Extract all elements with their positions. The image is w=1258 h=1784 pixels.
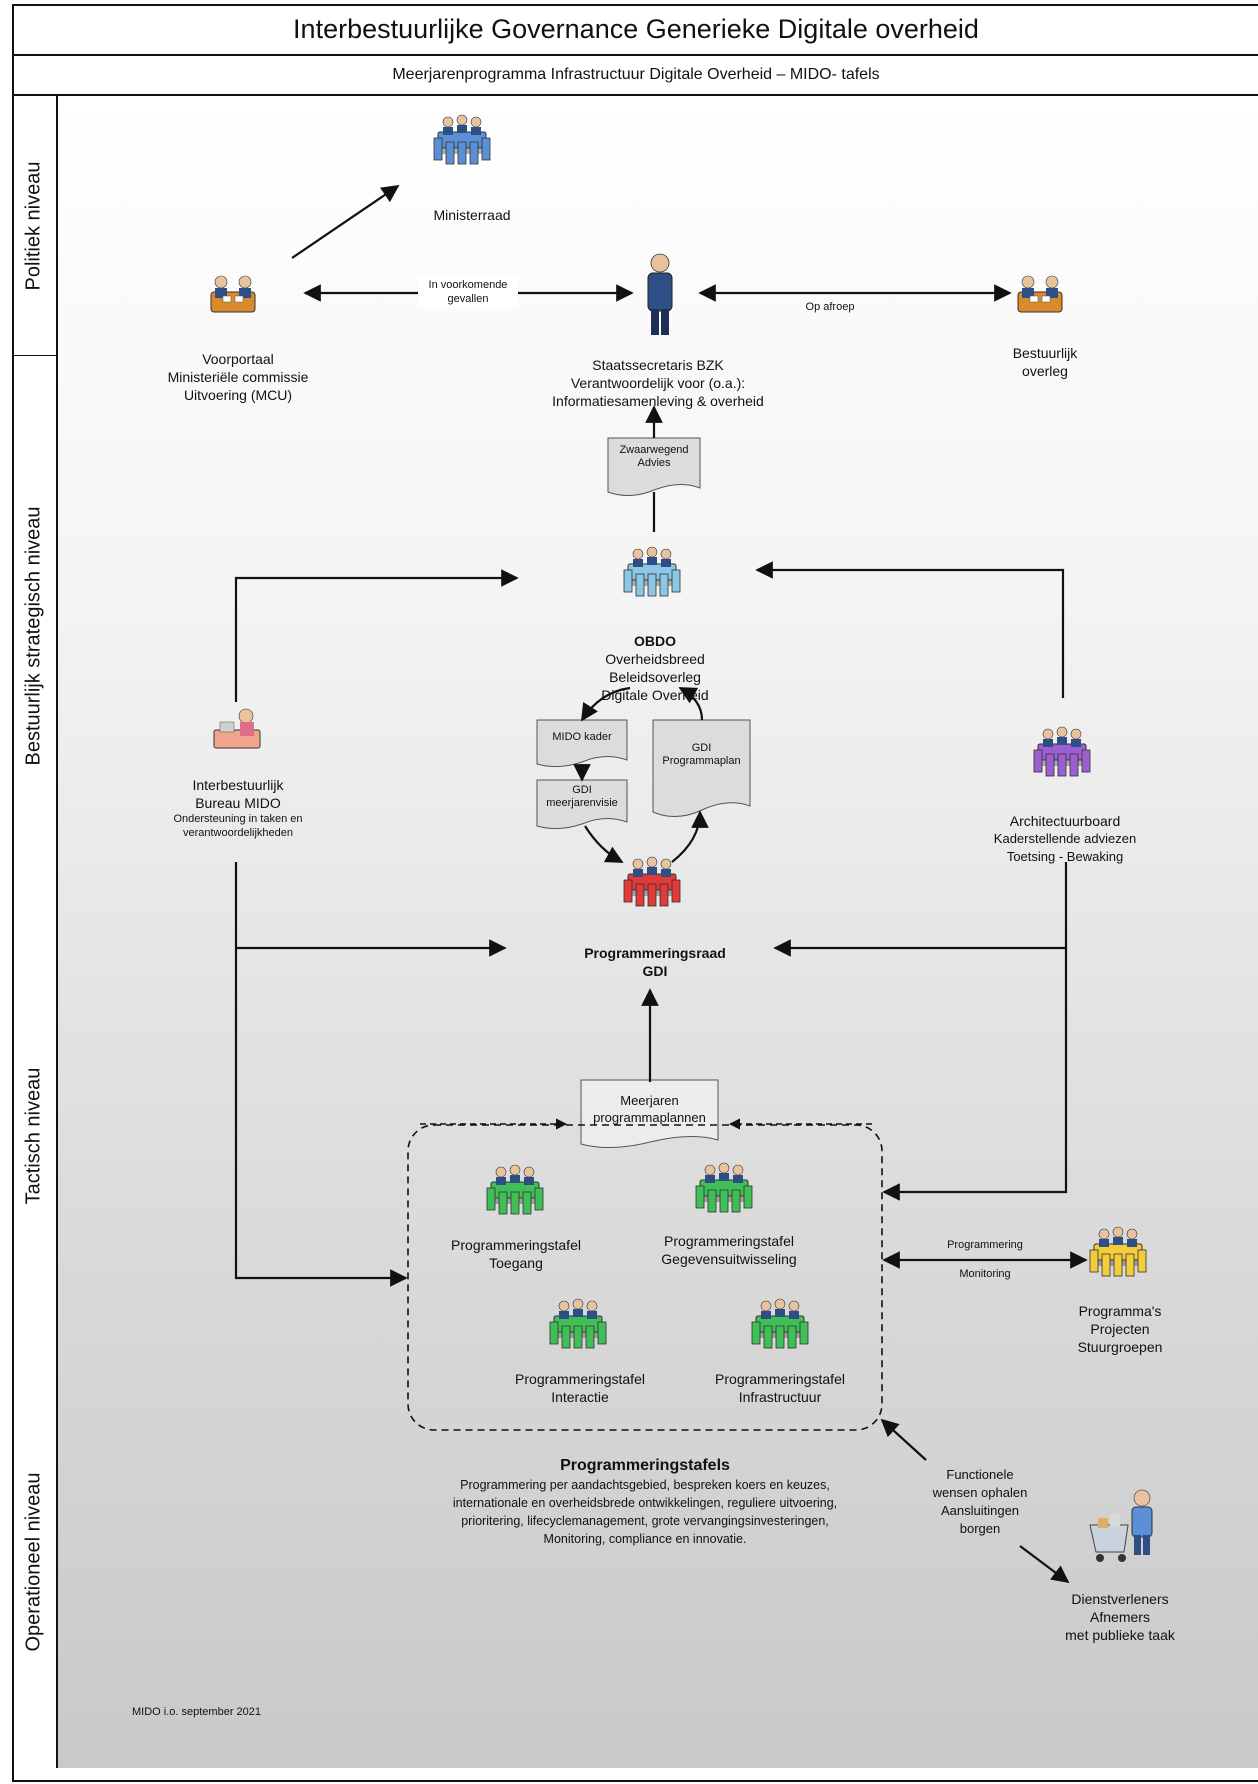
diagram-title: Interbestuurlijke Governance Generieke D… — [12, 4, 1258, 56]
obdo-icon — [623, 546, 681, 597]
arrow-functionele-dienstverleners — [1019, 1545, 1070, 1584]
edge-label-op-afroep: Op afroep — [805, 301, 855, 313]
programmas-icon — [1089, 1226, 1147, 1277]
doc-gdi-programmaplan — [652, 719, 751, 817]
staatssecretaris-icon — [647, 253, 673, 335]
ministerraad-icon — [433, 114, 491, 165]
dienstverleners-icon — [1089, 1489, 1153, 1562]
doc-mido-kader — [536, 719, 628, 768]
arrow-voorportaal-ministerraad — [291, 185, 400, 259]
arrow-raad-programmaplan — [671, 810, 709, 863]
arrow-obdo-midokader — [581, 686, 631, 722]
bestuurlijk-overleg-icon — [1017, 275, 1063, 313]
tafels-description: Programmeringstafels Programmering per a… — [400, 1456, 890, 1548]
doc-gdi-meerjarenvisie — [536, 779, 628, 830]
diagram-subtitle: Meerjarenprogramma Infrastructuur Digita… — [12, 56, 1258, 96]
edge-label-programmering: Programmering — [947, 1239, 1023, 1251]
tafels-line: internationale en overheidsbrede ontwikk… — [452, 1496, 838, 1510]
tafel-gegevensuitwisseling-icon — [695, 1162, 753, 1213]
programmeringsraad-icon — [623, 856, 681, 907]
tafels-line: prioritering, lifecyclemanagement, grote… — [461, 1514, 829, 1528]
level-band-politiek: Politiek niveau — [12, 96, 56, 356]
arrow-functionele-tafels — [880, 1418, 927, 1461]
doc-meerjaren-programmaplannen — [580, 1079, 719, 1149]
doc-zwaarwegend-advies — [607, 437, 701, 496]
tafel-interactie-icon — [549, 1298, 607, 1349]
bureau-mido-icon — [213, 708, 261, 749]
doc-mido-kader-text: MIDO kader — [552, 731, 612, 743]
arrow-architectuur-raad — [773, 862, 1068, 957]
architectuurboard-icon — [1033, 726, 1091, 777]
edge-label-monitoring: Monitoring — [959, 1268, 1011, 1280]
arrow-programmaplan-obdo — [678, 687, 704, 721]
arrow-architectuur-obdo — [755, 561, 1065, 698]
tafels-line: Monitoring, compliance en innovatie. — [543, 1532, 747, 1546]
tafels-container — [407, 1124, 883, 1431]
tafel-infrastructuur-icon — [751, 1298, 809, 1349]
diagram-frame — [12, 4, 1258, 1782]
edge-label-bg — [418, 276, 518, 308]
diagram-canvas — [56, 96, 1258, 1768]
tafel-toegang-icon — [486, 1164, 544, 1215]
tafels-line: Programmering per aandachtsgebied, bespr… — [460, 1478, 830, 1492]
voorportaal-icon — [210, 275, 256, 313]
label-ministerraad: Ministerraad — [433, 207, 511, 223]
tafels-heading: Programmeringstafels — [560, 1457, 730, 1474]
arrow-bureau-tafels — [234, 862, 408, 1287]
arrow-architectuur-tafels — [882, 948, 1068, 1201]
arrow-visie-raad — [584, 825, 624, 863]
footer-note: MIDO i.o. september 2021 — [132, 1706, 262, 1718]
arrow-bureau-obdo — [234, 569, 519, 702]
label-architectuurboard: Architectuurboard Kaderstellende advieze… — [993, 813, 1137, 864]
